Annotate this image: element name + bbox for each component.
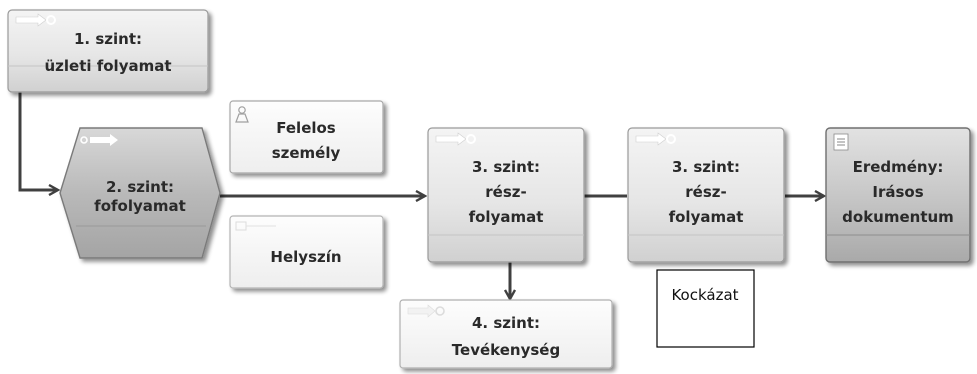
- node-level4-line1: 4. szint:: [472, 314, 540, 332]
- node-result-line1: Eredmény:: [853, 158, 944, 176]
- location-icon: [235, 221, 276, 231]
- document-icon: [833, 133, 849, 151]
- node-responsible-person[interactable]: Felelos személy: [229, 100, 384, 174]
- node-level3a-line2: rész-: [485, 183, 526, 201]
- process-arrow-icon: [15, 13, 56, 27]
- node-level3b-line1: 3. szint:: [672, 158, 740, 176]
- connector-level1-to-level2: [18, 92, 58, 190]
- node-level1-business-process[interactable]: 1. szint: üzleti folyamat: [7, 9, 209, 93]
- process-arrow-icon: [80, 134, 118, 146]
- node-result-line3: dokumentum: [842, 208, 954, 226]
- node-level1-line1: 1. szint:: [74, 30, 142, 48]
- node-location-line1: Helyszín: [270, 248, 341, 266]
- node-level2-main-process[interactable]: 2. szint: fofolyamat: [59, 127, 221, 259]
- node-level4-activity[interactable]: 4. szint: Tevékenység: [399, 299, 613, 369]
- node-level1-line2: üzleti folyamat: [44, 57, 171, 75]
- process-arrow-icon: [435, 132, 476, 146]
- node-level4-line2: Tevékenység: [452, 341, 560, 359]
- connectors: [18, 92, 824, 299]
- person-icon: [235, 106, 249, 123]
- node-location[interactable]: Helyszín: [229, 215, 384, 289]
- node-level3b-subprocess[interactable]: 3. szint: rész- folyamat: [627, 127, 785, 263]
- node-result-document[interactable]: Eredmény: Irásos dokumentum: [825, 127, 971, 263]
- node-responsible-line1: Felelos: [276, 119, 336, 137]
- node-risk-line1: Kockázat: [671, 286, 738, 304]
- node-result-line2: Irásos: [872, 183, 923, 201]
- node-level2-line2: fofolyamat: [94, 197, 186, 215]
- node-level2-line1: 2. szint:: [106, 178, 174, 196]
- node-level3b-line3: folyamat: [669, 208, 744, 226]
- node-level3b-line2: rész-: [685, 183, 726, 201]
- node-risk[interactable]: Kockázat: [656, 269, 755, 348]
- process-arrow-icon: [407, 304, 445, 318]
- node-level3a-line3: folyamat: [469, 208, 544, 226]
- node-level3a-line1: 3. szint:: [472, 158, 540, 176]
- node-responsible-line2: személy: [272, 144, 341, 162]
- node-level3a-subprocess[interactable]: 3. szint: rész- folyamat: [427, 127, 585, 263]
- process-arrow-icon: [635, 132, 676, 146]
